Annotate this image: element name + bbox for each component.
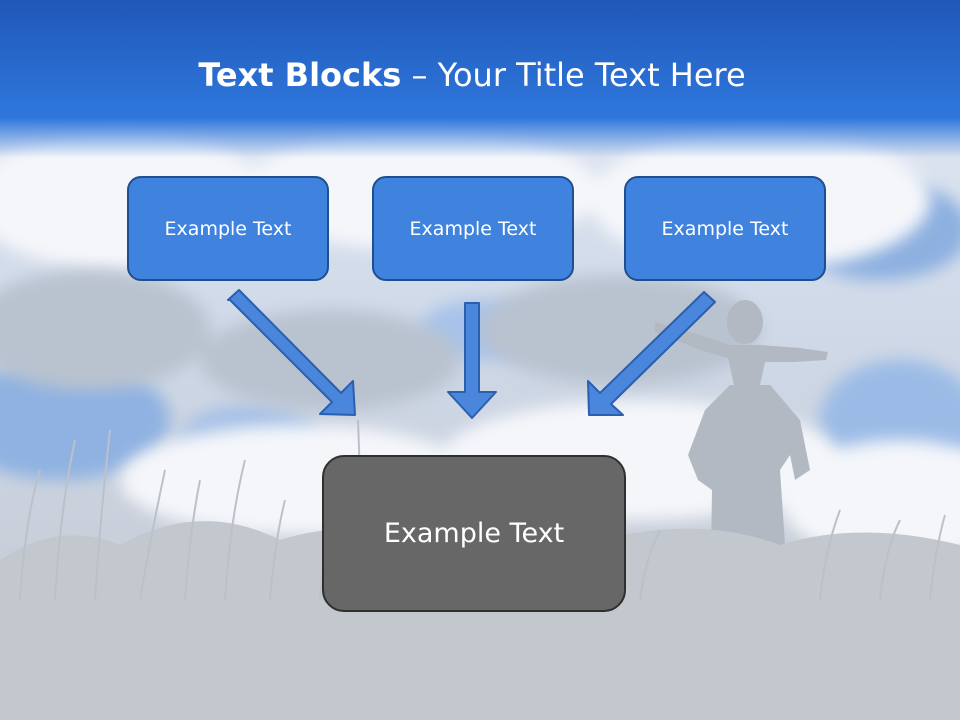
- center-text-block[interactable]: Example Text: [322, 455, 626, 612]
- text-block-2[interactable]: Example Text: [372, 176, 574, 281]
- text-block-3[interactable]: Example Text: [624, 176, 826, 281]
- text-block-2-label: Example Text: [409, 217, 537, 240]
- text-block-1-label: Example Text: [164, 217, 292, 240]
- arrow-down: [447, 302, 497, 419]
- title-separator: –: [401, 56, 438, 94]
- center-text-block-label: Example Text: [383, 518, 565, 549]
- header-band: [0, 0, 960, 118]
- title-bold: Text Blocks: [198, 56, 402, 94]
- page-title: Text Blocks – Your Title Text Here: [0, 52, 944, 98]
- arrow-left-diagonal: [227, 289, 356, 416]
- arrow-right-diagonal: [587, 291, 716, 416]
- title-rest: Your Title Text Here: [437, 56, 746, 94]
- text-block-1[interactable]: Example Text: [127, 176, 329, 281]
- text-block-3-label: Example Text: [661, 217, 789, 240]
- cloud-shadows: [0, 270, 760, 410]
